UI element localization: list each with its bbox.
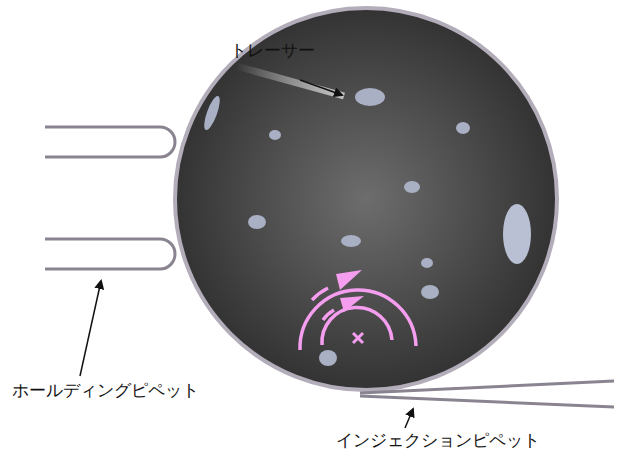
part-label: トレーサー <box>230 40 315 60</box>
injection-pipette <box>360 381 614 407</box>
part-label: インジェクションピペット <box>336 430 540 450</box>
leader-glow <box>236 66 344 96</box>
leader-line <box>405 409 413 428</box>
cell-body <box>175 8 557 390</box>
tracer-droplets <box>201 88 531 366</box>
holding-pipette <box>45 239 175 269</box>
part-label: ホールディングピペット <box>12 380 199 400</box>
leader-line <box>80 281 101 376</box>
leader-line <box>300 80 342 95</box>
holding-pipette <box>45 127 175 157</box>
flow-arrowheads <box>336 270 364 312</box>
center-mark <box>353 333 363 343</box>
flow-arrows <box>300 288 416 350</box>
